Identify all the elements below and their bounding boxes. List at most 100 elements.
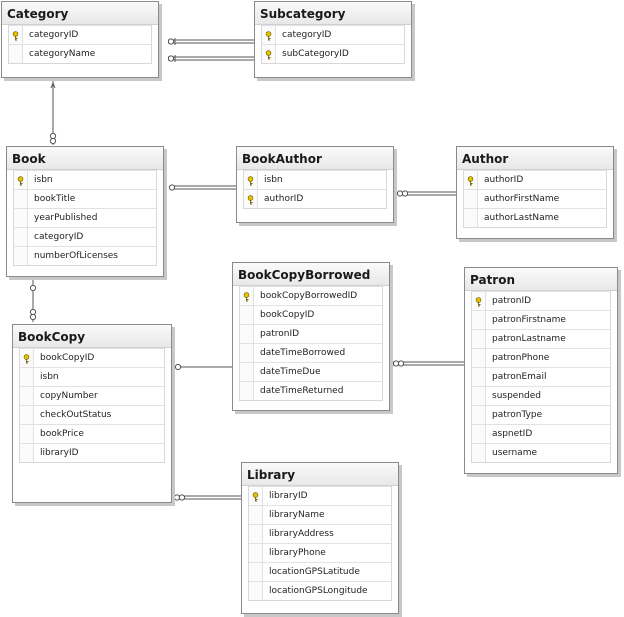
column-row[interactable]: bookCopyBorrowedID	[240, 286, 382, 305]
column-row[interactable]: libraryAddress	[249, 524, 391, 543]
row-selector[interactable]	[472, 444, 486, 462]
column-row[interactable]: suspended	[472, 386, 610, 405]
column-row[interactable]: categoryID	[9, 25, 151, 44]
row-selector[interactable]	[249, 582, 263, 600]
row-selector[interactable]	[249, 563, 263, 581]
column-row[interactable]: subCategoryID	[262, 44, 404, 63]
column-row[interactable]: authorFirstName	[464, 189, 606, 208]
column-name: patronType	[492, 410, 543, 420]
column-name: libraryName	[269, 510, 325, 520]
row-selector[interactable]	[464, 190, 478, 208]
column-row[interactable]: username	[472, 443, 610, 462]
row-selector[interactable]	[240, 344, 254, 362]
column-row[interactable]: bookCopyID	[240, 305, 382, 324]
column-row[interactable]: authorLastName	[464, 208, 606, 227]
column-row[interactable]: locationGPSLatitude	[249, 562, 391, 581]
column-row[interactable]: categoryID	[262, 25, 404, 44]
column-row[interactable]: libraryPhone	[249, 543, 391, 562]
column-row[interactable]: patronID	[240, 324, 382, 343]
row-selector[interactable]	[240, 382, 254, 400]
row-selector[interactable]	[472, 330, 486, 348]
row-selector[interactable]	[472, 368, 486, 386]
column-row[interactable]: copyNumber	[20, 386, 164, 405]
row-selector[interactable]	[14, 209, 28, 227]
row-selector[interactable]	[472, 387, 486, 405]
column-row[interactable]: checkOutStatus	[20, 405, 164, 424]
column-row[interactable]: categoryName	[9, 44, 151, 63]
column-row[interactable]: libraryName	[249, 505, 391, 524]
column-row[interactable]: libraryID	[20, 443, 164, 462]
column-name: authorFirstName	[484, 194, 560, 204]
column-row[interactable]: patronEmail	[472, 367, 610, 386]
row-selector[interactable]	[472, 406, 486, 424]
column-name: checkOutStatus	[40, 410, 112, 420]
column-row[interactable]: bookPrice	[20, 424, 164, 443]
column-row[interactable]: dateTimeReturned	[240, 381, 382, 400]
column-name: bookPrice	[40, 429, 84, 439]
column-row[interactable]: patronLastname	[472, 329, 610, 348]
column-row[interactable]: locationGPSLongitude	[249, 581, 391, 600]
column-row[interactable]: dateTimeBorrowed	[240, 343, 382, 362]
column-row[interactable]: aspnetID	[472, 424, 610, 443]
table-title: Author	[457, 147, 613, 170]
column-row[interactable]: bookCopyID	[20, 348, 164, 367]
column-name: libraryAddress	[269, 529, 334, 539]
rel-book-bookcopy	[29, 277, 37, 322]
rel-category-subcategory	[167, 38, 256, 45]
table-title: Library	[242, 463, 398, 486]
column-row[interactable]: bookTitle	[14, 189, 156, 208]
column-row[interactable]: dateTimeDue	[240, 362, 382, 381]
rel-category-book	[49, 80, 57, 145]
column-row[interactable]: patronType	[472, 405, 610, 424]
row-selector[interactable]	[249, 525, 263, 543]
row-selector[interactable]	[240, 306, 254, 324]
column-row[interactable]: authorID	[244, 189, 386, 208]
column-name: libraryID	[40, 448, 79, 458]
column-row[interactable]: patronFirstname	[472, 310, 610, 329]
row-selector[interactable]	[249, 506, 263, 524]
row-selector[interactable]	[464, 209, 478, 227]
column-name: locationGPSLongitude	[269, 586, 368, 596]
table-title: Subcategory	[255, 2, 411, 25]
row-selector[interactable]	[240, 325, 254, 343]
column-name: authorLastName	[484, 213, 559, 223]
row-selector[interactable]	[472, 425, 486, 443]
row-selector[interactable]	[20, 425, 34, 443]
column-row[interactable]: libraryID	[249, 486, 391, 505]
column-row[interactable]: isbn	[14, 170, 156, 189]
column-row[interactable]: authorID	[464, 170, 606, 189]
row-selector[interactable]	[472, 349, 486, 367]
column-row[interactable]: patronID	[472, 291, 610, 310]
row-selector[interactable]	[14, 228, 28, 246]
row-selector[interactable]	[20, 368, 34, 386]
row-selector[interactable]	[9, 45, 23, 63]
column-row[interactable]: categoryID	[14, 227, 156, 246]
column-row[interactable]: yearPublished	[14, 208, 156, 227]
rel-subcategory-category	[167, 55, 256, 62]
column-row[interactable]: isbn	[244, 170, 386, 189]
row-selector[interactable]	[240, 363, 254, 381]
column-row[interactable]: patronPhone	[472, 348, 610, 367]
row-selector[interactable]	[20, 444, 34, 462]
row-selector[interactable]	[20, 406, 34, 424]
row-selector[interactable]	[20, 387, 34, 405]
column-row[interactable]: numberOfLicenses	[14, 246, 156, 265]
row-selector[interactable]	[472, 311, 486, 329]
column-row[interactable]: isbn	[20, 367, 164, 386]
row-selector[interactable]	[249, 544, 263, 562]
row-selector[interactable]	[14, 190, 28, 208]
rel-bookcopy-bookcopyborrowed	[174, 363, 232, 371]
row-selector[interactable]	[14, 247, 28, 265]
